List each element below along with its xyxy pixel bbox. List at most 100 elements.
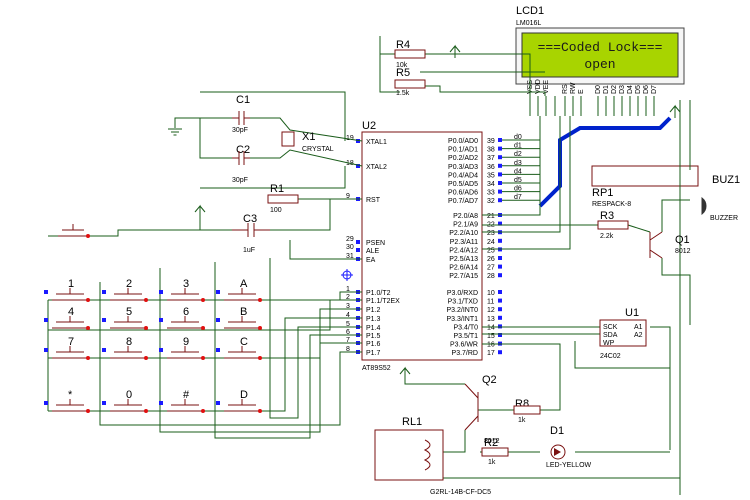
relay-rl1[interactable]: RL1 G2RL-14B-CF-DC5	[374, 416, 491, 496]
u1-pin-sda: SDA	[603, 332, 618, 339]
lcd-pin-rs: RS	[562, 84, 569, 94]
c3-value: 1uF	[243, 247, 255, 254]
resistor-r1[interactable]: R1 100	[267, 183, 299, 214]
bus-label: d5	[514, 177, 522, 184]
mcu-pin-label: P0.2/AD2	[448, 155, 478, 162]
capacitor-c2[interactable]: C2 30pF	[232, 144, 250, 184]
mcu-pin-label: P1.1/T2EX	[366, 298, 400, 305]
x1-ref: X1	[302, 131, 315, 143]
keypad-key-4[interactable]: 4	[44, 306, 90, 330]
mcu-pin-label: P1.2	[366, 307, 381, 314]
transistor-q2[interactable]: Q2	[464, 374, 497, 431]
keypad-contact	[258, 326, 262, 330]
led-d1[interactable]: D1 LED-YELLOW	[546, 425, 592, 469]
transistor-q1[interactable]: Q1 8012	[649, 231, 691, 259]
keypad-key-*[interactable]: *	[44, 389, 90, 413]
mcu-pin-number: 9	[346, 193, 350, 200]
capacitor-c1[interactable]: C1 30pF	[232, 94, 250, 134]
keypad-contact	[86, 409, 90, 413]
reset-button[interactable]	[58, 224, 90, 238]
capacitor-c3[interactable]: C3 1uF	[232, 213, 270, 254]
keypad-key-5[interactable]: 5	[102, 306, 148, 330]
resistor-r4[interactable]: R4 10k	[394, 39, 426, 69]
lcd-pin-d0: D0	[595, 85, 602, 94]
lcd-pin-e: E	[578, 89, 585, 94]
buzzer-buz1[interactable]: BUZ1 BUZZER	[701, 174, 740, 222]
mcu-pin-number: 10	[487, 290, 495, 297]
keypad-key-6[interactable]: 6	[159, 306, 205, 330]
eeprom-u1[interactable]: U1 SCK SDA WP A1 A2 24C02	[599, 307, 647, 360]
keypad-key-9[interactable]: 9	[159, 336, 205, 360]
resistor-pack-rp1[interactable]: RP1 RESPACK-8	[591, 165, 699, 208]
mcu-u2[interactable]: U2 AT89S52 XTAL119XTAL218RST9PSEN29ALE30…	[346, 120, 502, 372]
mcu-pin-number: 11	[487, 299, 494, 306]
keypad-key-8[interactable]: 8	[102, 336, 148, 360]
mcu-pin-number: 35	[487, 172, 495, 179]
mcu-pin-label: P2.2/A10	[449, 230, 478, 237]
keypad-switch-shape	[110, 316, 146, 329]
keypad-contact	[258, 298, 262, 302]
mcu-pin-label: P3.0/RXD	[447, 290, 478, 297]
mcu-pin-marker	[498, 189, 502, 194]
mcu-pin-number: 28	[487, 273, 495, 280]
crystal-x1[interactable]: X1 CRYSTAL	[281, 131, 334, 153]
r1-value: 100	[270, 207, 282, 214]
buz1-ref: BUZ1	[712, 174, 740, 186]
keypad-key-label: 4	[68, 306, 74, 318]
keypad-pin-marker	[216, 290, 220, 294]
keypad-switch-shape	[167, 399, 203, 412]
lcd-pin-d6: D6	[643, 85, 650, 94]
rl1-ref: RL1	[402, 416, 422, 428]
rl1-value: G2RL-14B-CF-DC5	[430, 489, 491, 496]
keypad-key-label: D	[240, 389, 248, 401]
keypad-contact	[201, 326, 205, 330]
keypad-key-0[interactable]: 0	[102, 389, 148, 413]
mcu-pin-label: P3.6/WR	[450, 342, 478, 349]
mcu-pin-label: P3.1/TXD	[448, 299, 478, 306]
keypad-key-3[interactable]: 3	[159, 278, 205, 302]
keypad-key-D[interactable]: D	[216, 389, 262, 413]
mcu-pin-label: P0.3/AD3	[448, 164, 478, 171]
keypad-pin-marker	[159, 401, 163, 405]
mcu-pin-marker	[498, 138, 502, 142]
keypad-contact	[258, 356, 262, 360]
keypad-pin-marker	[102, 401, 106, 405]
resistor-r5[interactable]: R5 1.5k	[394, 67, 426, 97]
keypad-key-B[interactable]: B	[216, 306, 262, 330]
mcu-pin-label: P0.6/AD6	[448, 190, 478, 197]
bus-label: d1	[514, 143, 522, 150]
keypad-key-C[interactable]: C	[216, 336, 262, 360]
keypad-key-#[interactable]: #	[159, 389, 205, 413]
c1-ref: C1	[236, 94, 250, 106]
keypad-key-A[interactable]: A	[216, 278, 262, 302]
resistor-r2[interactable]: 8012 R2 1k	[481, 437, 509, 466]
r2-body	[481, 447, 509, 457]
resistor-r8[interactable]: R8 1k	[513, 398, 541, 424]
mcu-pin-number: 29	[346, 236, 354, 243]
mcu-pin-number: 12	[487, 307, 495, 314]
keypad-contact	[144, 409, 148, 413]
mcu-pin-number: 27	[487, 265, 495, 272]
u1-pin-a2: A2	[634, 332, 643, 339]
keypad-key-label: B	[240, 306, 247, 318]
lcd-pin-d1: D1	[603, 85, 610, 94]
lcd-screen	[521, 32, 679, 78]
resistor-r3[interactable]: R3 2.2k	[597, 210, 629, 240]
ground-symbols	[168, 128, 182, 136]
lcd-pin-d7: D7	[651, 85, 658, 94]
mcu-pin-marker	[498, 198, 502, 203]
mcu-pin-number: 32	[487, 198, 495, 205]
keypad-pin-marker	[102, 318, 106, 322]
mcu-pin-label: RST	[366, 197, 381, 204]
lcd-pin-vee: VEE	[543, 80, 550, 94]
r1-ref: R1	[270, 183, 284, 195]
keypad-key-label: 8	[126, 336, 132, 348]
mcu-pin-number: 16	[487, 342, 495, 349]
keypad-key-2[interactable]: 2	[102, 278, 148, 302]
keypad-key-1[interactable]: 1	[44, 278, 90, 302]
keypad-key-7[interactable]: 7	[44, 336, 90, 360]
mcu-pin-number: 7	[346, 337, 350, 344]
